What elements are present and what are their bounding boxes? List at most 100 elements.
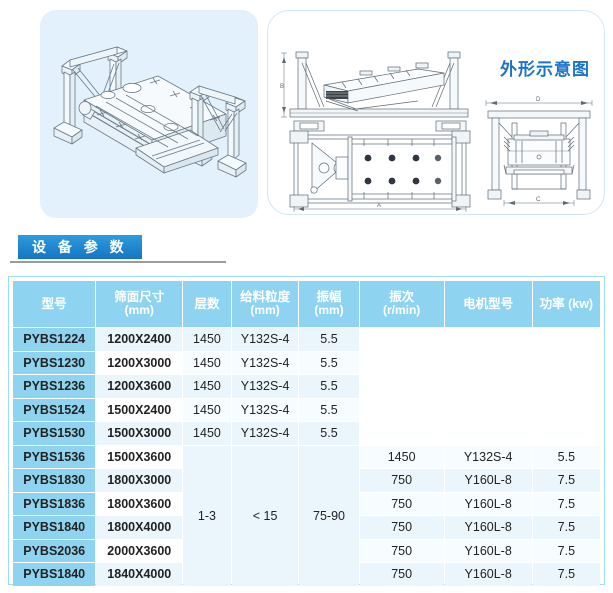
- cell-motor-model: Y132S-4: [231, 398, 299, 421]
- cell-screen-size: 1200X3000: [96, 351, 183, 374]
- cell-model: PYBS1230: [13, 351, 96, 374]
- cell-screen-size: 1840X4000: [96, 563, 183, 586]
- cell-model: PYBS2036: [13, 539, 96, 562]
- col-header-feed-size: 给料粒度 (mm): [231, 281, 299, 327]
- cell-motor-model: Y160L-8: [444, 492, 532, 515]
- cell-frequency: 750: [359, 492, 444, 515]
- cell-layers: 1-3: [183, 445, 231, 586]
- col-header-amplitude: 振幅 (mm): [299, 281, 359, 327]
- cell-screen-size: 1800X3600: [96, 492, 183, 515]
- cell-motor-model: Y132S-4: [231, 375, 299, 398]
- cell-frequency: 750: [359, 563, 444, 586]
- cell-model: PYBS1224: [13, 328, 96, 351]
- col-header-screen-size-unit: (mm): [124, 303, 154, 318]
- cell-power: 5.5: [299, 398, 359, 421]
- cell-model: PYBS1836: [13, 492, 96, 515]
- schematic-title: 外形示意图: [500, 60, 590, 79]
- cell-screen-size: 1500X2400: [96, 398, 183, 421]
- cell-model: PYBS1236: [13, 375, 96, 398]
- cell-power: 7.5: [532, 469, 600, 492]
- cell-screen-size: 1800X4000: [96, 516, 183, 539]
- col-header-motor-model-title: 电机型号: [463, 296, 514, 311]
- cell-power: 5.5: [299, 351, 359, 374]
- cell-power: 7.5: [532, 563, 600, 586]
- col-header-feed-size-title: 给料粒度: [240, 289, 291, 304]
- col-header-layers: 层数: [183, 281, 231, 327]
- cell-frequency: 750: [359, 539, 444, 562]
- col-header-amplitude-unit: (mm): [314, 303, 344, 318]
- cell-power: 5.5: [532, 445, 600, 468]
- section-badge: 设 备 参 数: [18, 235, 142, 259]
- col-header-model-title: 型号: [41, 296, 67, 311]
- cell-screen-size: 1500X3600: [96, 445, 183, 468]
- table-header-row: 型号 筛面尺寸 (mm) 层数 给料粒度 (mm) 振幅 (mm): [13, 281, 600, 327]
- svg-text:B: B: [280, 84, 284, 90]
- col-header-screen-size-title: 筛面尺寸: [114, 289, 165, 304]
- product-3d-drawing-panel: [40, 10, 258, 218]
- col-header-frequency-title: 振次: [389, 289, 415, 304]
- cell-screen-size: 1800X3000: [96, 469, 183, 492]
- cell-screen-size: 2000X3600: [96, 539, 183, 562]
- cell-power: 5.5: [299, 328, 359, 351]
- col-header-amplitude-title: 振幅: [316, 289, 342, 304]
- cell-frequency: 1450: [183, 422, 231, 445]
- col-header-frequency: 振次 (r/min): [359, 281, 444, 327]
- cell-screen-size: 1500X3000: [96, 422, 183, 445]
- cell-frequency: 750: [359, 469, 444, 492]
- cell-model: PYBS1840: [13, 516, 96, 539]
- cell-motor-model: Y160L-8: [444, 516, 532, 539]
- cell-motor-model: Y160L-8: [444, 469, 532, 492]
- outline-schematic-drawings: B: [280, 51, 593, 212]
- cell-screen-size: 1200X2400: [96, 328, 183, 351]
- cell-model: PYBS1524: [13, 398, 96, 421]
- cell-power: 7.5: [532, 492, 600, 515]
- svg-text:A: A: [377, 203, 381, 209]
- col-header-layers-title: 层数: [194, 296, 220, 311]
- col-header-model: 型号: [13, 281, 96, 327]
- col-header-motor-model: 电机型号: [444, 281, 532, 327]
- cell-power: 5.5: [299, 375, 359, 398]
- col-header-power-unit: (kw): [568, 296, 594, 311]
- cell-frequency: 1450: [183, 398, 231, 421]
- cell-frequency: 1450: [183, 351, 231, 374]
- cell-motor-model: Y132S-4: [231, 351, 299, 374]
- cell-amplitude: 75-90: [299, 445, 359, 586]
- col-header-power-title: 功率: [539, 296, 565, 311]
- cell-motor-model: Y132S-4: [231, 422, 299, 445]
- cell-motor-model: Y160L-8: [444, 563, 532, 586]
- cell-power: 7.5: [532, 516, 600, 539]
- cell-power: 5.5: [299, 422, 359, 445]
- cell-motor-model: Y160L-8: [444, 539, 532, 562]
- cell-model: PYBS1840: [13, 563, 96, 586]
- outline-schematic-panel: B: [267, 10, 605, 215]
- svg-text:C: C: [536, 196, 541, 203]
- col-header-power: 功率 (kw): [532, 281, 600, 327]
- col-header-frequency-unit: (r/min): [382, 303, 421, 318]
- cell-motor-model: Y132S-4: [231, 328, 299, 351]
- cell-frequency: 1450: [183, 328, 231, 351]
- cell-frequency: 1450: [359, 445, 444, 468]
- cell-power: 7.5: [532, 539, 600, 562]
- vibrating-screen-3d-line-drawing: [53, 46, 247, 178]
- spec-table-container: 型号 筛面尺寸 (mm) 层数 给料粒度 (mm) 振幅 (mm): [8, 276, 605, 587]
- svg-text:D: D: [536, 97, 541, 103]
- figures-row: B: [0, 0, 613, 228]
- section-divider: [10, 261, 226, 263]
- col-header-feed-size-unit: (mm): [250, 303, 280, 318]
- cell-frequency: 750: [359, 516, 444, 539]
- col-header-screen-size: 筛面尺寸 (mm): [96, 281, 183, 327]
- cell-model: PYBS1830: [13, 469, 96, 492]
- spec-table: 型号 筛面尺寸 (mm) 层数 给料粒度 (mm) 振幅 (mm): [12, 280, 601, 587]
